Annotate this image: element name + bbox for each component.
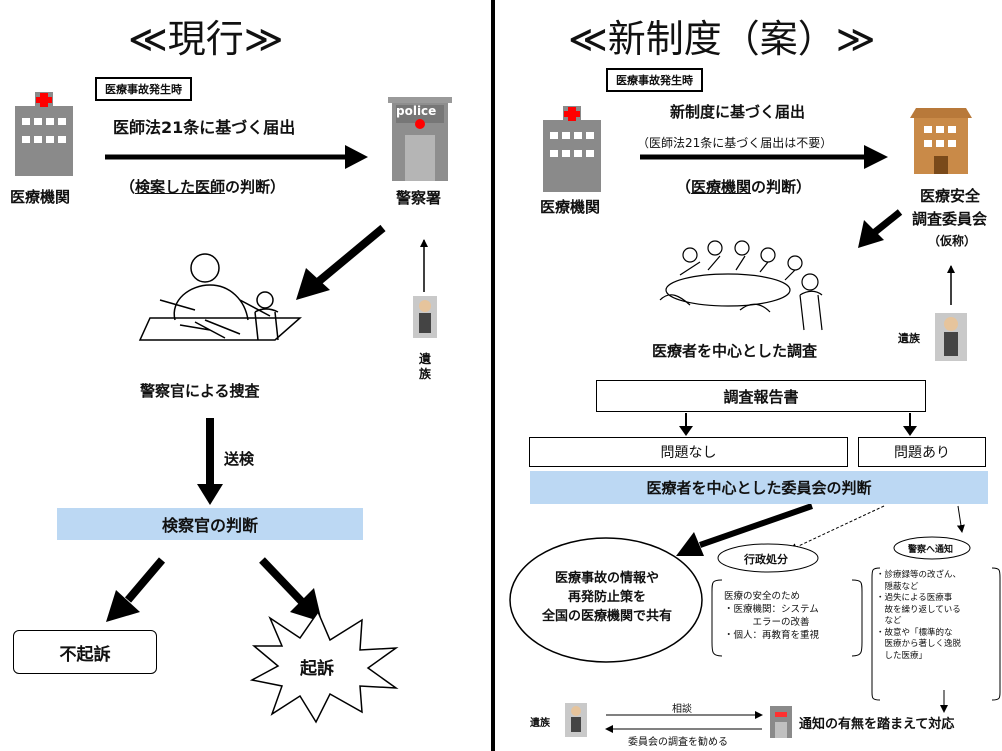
right-judgment: （医療機関の判断） bbox=[676, 176, 811, 197]
left-prosecutor-band: 検察官の判断 bbox=[57, 508, 363, 540]
right-title: ≪新制度（案）≫ bbox=[568, 17, 876, 61]
share-line-3: 全国の医療機関で共有 bbox=[541, 609, 672, 624]
bottom-family-label: 遺族 bbox=[530, 718, 550, 729]
problem-box: 問題あり bbox=[858, 437, 986, 467]
right-report-sub: （医師法21条に基づく届出は不要） bbox=[637, 136, 833, 150]
notice-line-3: ・過失による医療事 bbox=[876, 593, 953, 603]
right-report-label: 新制度に基づく届出 bbox=[670, 103, 806, 121]
report-box: 調査報告書 bbox=[596, 380, 926, 412]
admin-label: 行政処分 bbox=[744, 553, 788, 566]
right-judgment-rest: の判断） bbox=[751, 178, 812, 196]
indictment-starburst bbox=[249, 610, 399, 724]
left-no-indictment: 不起訴 bbox=[13, 630, 157, 674]
family-icon-left bbox=[413, 296, 437, 338]
notice-line-6: ・故意や「標準的な bbox=[876, 627, 953, 638]
admin-oval bbox=[717, 543, 819, 573]
family-icon-right bbox=[935, 313, 967, 361]
conclusion-label: 通知の有無を踏まえて対応 bbox=[799, 717, 955, 732]
left-judgment-rest: の判断） bbox=[225, 178, 286, 196]
committee-judgment-band: 医療者を中心とした委員会の判断 bbox=[530, 471, 988, 504]
share-line-1: 医療事故の情報や bbox=[554, 571, 659, 586]
admin-line-2: ・医療機関：システム bbox=[724, 604, 819, 615]
admin-line-3: エラーの改善 bbox=[724, 617, 810, 628]
left-judgment-open: （ bbox=[120, 178, 136, 196]
left-event-box: 医療事故発生時 bbox=[95, 77, 192, 101]
notice-line-2: 隠蔽など bbox=[876, 581, 919, 592]
hospital-icon-left bbox=[15, 92, 73, 176]
police-investigation-illustration bbox=[138, 253, 302, 341]
left-family-label: 遺族 bbox=[418, 352, 431, 381]
right-hospital-label: 医療機関 bbox=[540, 198, 601, 216]
left-hospital-label: 医療機関 bbox=[10, 188, 71, 206]
notice-line-5: など bbox=[876, 616, 902, 626]
left-judgment-a: 検案した医 bbox=[135, 178, 211, 196]
left-report-label: 医師法21条に基づく届出 bbox=[113, 118, 296, 137]
notice-line-8: した医療」 bbox=[876, 650, 928, 661]
notice-line-1: ・診療録等の改ざん、 bbox=[876, 570, 962, 580]
recommend-label: 委員会の調査を勧める bbox=[628, 737, 728, 748]
committee-icon-bottom bbox=[770, 706, 792, 738]
left-indictment: 起訴 bbox=[300, 659, 334, 679]
meeting-illustration bbox=[659, 240, 823, 331]
committee-label-1: 医療安全 bbox=[920, 187, 981, 205]
police-notice-details: ・診療録等の改ざん、 隠蔽など ・過失による医療事 故を繰り返している など ・… bbox=[876, 570, 961, 662]
right-judgment-underlined: 医療機関 bbox=[691, 178, 752, 196]
committee-label-3: （仮称） bbox=[928, 234, 977, 248]
right-event-box: 医療事故発生時 bbox=[606, 68, 703, 92]
share-text: 医療事故の情報や 再発防止策を 全国の医療機関で共有 bbox=[512, 569, 702, 626]
notice-line-7: 医療から著しく逸脱 bbox=[876, 639, 962, 649]
no-problem-box: 問題なし bbox=[529, 437, 848, 467]
admin-line-1: 医療の安全のため bbox=[724, 591, 801, 602]
left-judgment-b: 師 bbox=[210, 178, 226, 196]
right-family-label: 遺族 bbox=[898, 332, 920, 345]
police-sign: police bbox=[396, 104, 437, 118]
consult-label: 相談 bbox=[672, 704, 692, 715]
left-send-label: 送検 bbox=[224, 450, 255, 468]
hospital-icon-right bbox=[543, 106, 601, 192]
share-line-2: 再発防止策を bbox=[567, 590, 646, 605]
right-investigation-label: 医療者を中心とした調査 bbox=[652, 342, 818, 360]
committee-building-icon bbox=[910, 108, 972, 174]
notice-line-4: 故を繰り返している bbox=[876, 604, 961, 615]
right-judgment-open: （ bbox=[676, 178, 692, 196]
committee-label-2: 調査委員会 bbox=[912, 210, 988, 228]
left-police-label: 警察署 bbox=[396, 189, 442, 207]
police-station-icon bbox=[388, 97, 452, 181]
family-icon-bottom bbox=[565, 703, 587, 737]
admin-line-4: ・個人：再教育を重視 bbox=[724, 630, 820, 641]
share-oval bbox=[509, 537, 703, 663]
police-notice-oval bbox=[893, 536, 971, 560]
left-investigation-label: 警察官による捜査 bbox=[140, 382, 260, 400]
left-judgment: （検案した医師の判断） bbox=[120, 176, 285, 197]
left-title: ≪現行≫ bbox=[128, 17, 284, 61]
admin-details: 医療の安全のため ・医療機関：システム エラーの改善 ・個人：再教育を重視 bbox=[724, 590, 819, 642]
police-notice-label: 警察へ通知 bbox=[908, 545, 954, 555]
